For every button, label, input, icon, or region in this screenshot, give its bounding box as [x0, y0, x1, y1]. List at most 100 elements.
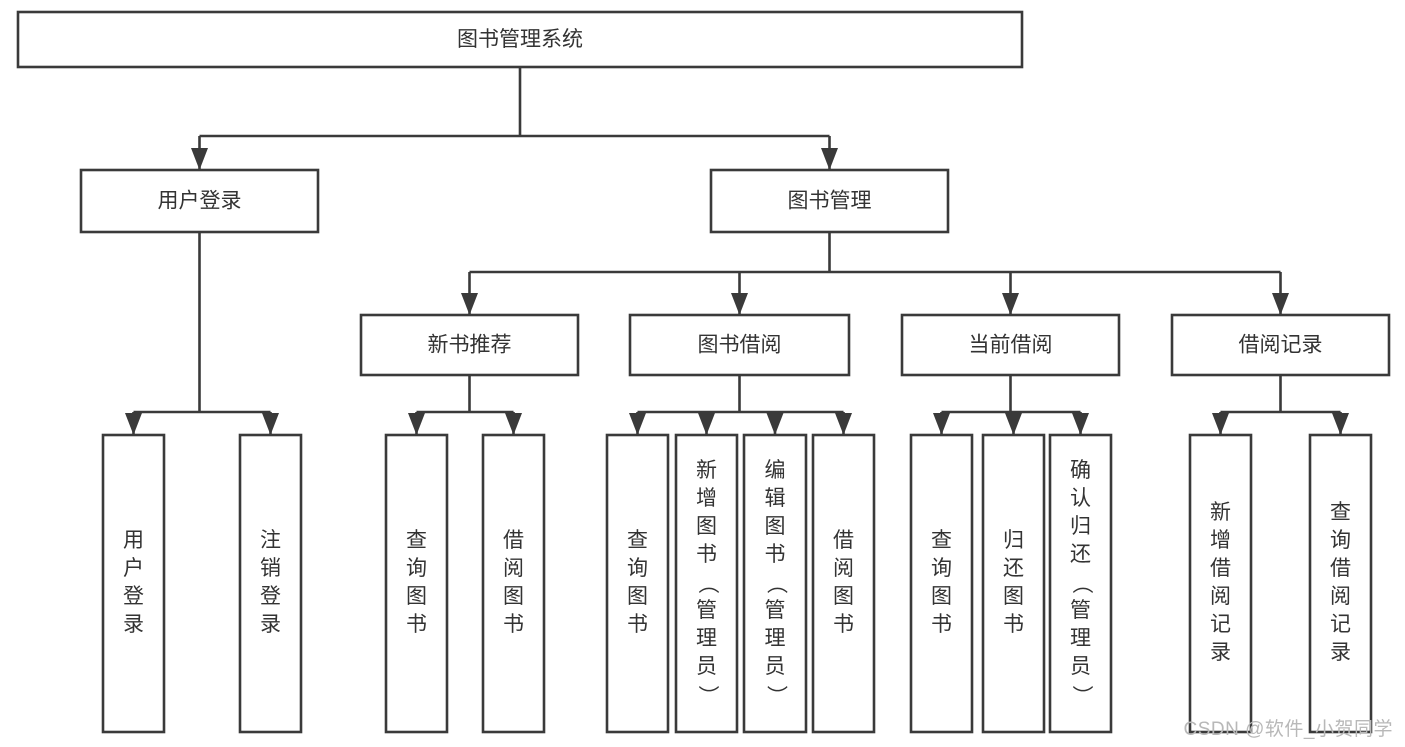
- leaf-node-box[interactable]: [981, 433, 1046, 734]
- leaf-label-char: 书: [931, 613, 952, 636]
- node-layer: 图书管理系统用户登录图书管理新书推荐图书借阅当前借阅借阅记录用户登录注销登录查询…: [16, 10, 1391, 734]
- leaf-node-box[interactable]: [742, 433, 808, 734]
- level2-node-box[interactable]: [79, 168, 320, 234]
- leaf-label-char: 员: [696, 655, 717, 678]
- level3-node-box[interactable]: [900, 313, 1121, 377]
- leaf-node-box[interactable]: [909, 433, 974, 734]
- leaf-label-char: 图: [503, 585, 524, 608]
- arrow-head-icon: [933, 413, 950, 435]
- arrow-head-icon: [731, 293, 748, 315]
- leaf-label-char: 记: [1330, 613, 1351, 636]
- leaf-node-box[interactable]: [384, 433, 449, 734]
- leaf-label-char: 录: [260, 613, 281, 636]
- level3-node[interactable]: 新书推荐: [359, 313, 580, 377]
- leaf-label-char: 管: [1070, 599, 1091, 622]
- leaf-node-box[interactable]: [605, 433, 670, 734]
- leaf-node-box[interactable]: [1048, 433, 1113, 734]
- leaf-node-label: 用户登录: [123, 529, 144, 636]
- arrow-head-icon: [1332, 413, 1349, 435]
- leaf-label-char: 图: [931, 585, 952, 608]
- leaf-label-char: ）: [764, 685, 787, 706]
- leaf-label-char: （: [1070, 573, 1093, 594]
- leaf-label-char: 查: [1330, 501, 1351, 524]
- leaf-label-char: 还: [1070, 543, 1091, 566]
- level2-node-label: 用户登录: [158, 190, 242, 213]
- level3-node[interactable]: 图书借阅: [628, 313, 851, 377]
- leaf-label-char: 新: [1210, 501, 1231, 524]
- level3-node[interactable]: 借阅记录: [1170, 313, 1391, 377]
- leaf-label-char: 认: [1070, 487, 1091, 510]
- leaf-label-char: 增: [1210, 529, 1231, 552]
- leaf-label-char: 询: [931, 557, 952, 580]
- leaf-label-char: 登: [260, 585, 281, 608]
- leaf-label-char: 图: [833, 585, 854, 608]
- leaf-label-char: 书: [833, 613, 854, 636]
- leaf-node-box[interactable]: [1308, 433, 1373, 734]
- leaf-label-char: 登: [123, 585, 144, 608]
- leaf-label-char: 增: [696, 487, 717, 510]
- arrow-head-icon: [766, 413, 784, 435]
- arrow-head-icon: [505, 413, 522, 435]
- arrow-head-icon: [1212, 413, 1229, 435]
- leaf-label-char: 书: [696, 543, 717, 566]
- leaf-label-char: 图: [696, 515, 717, 538]
- level3-node-box[interactable]: [359, 313, 580, 377]
- level3-node-label: 当前借阅: [969, 334, 1053, 357]
- leaf-node-box[interactable]: [811, 433, 876, 734]
- leaf-node-box[interactable]: [238, 433, 303, 734]
- leaf-label-char: 查: [406, 529, 427, 552]
- arrow-head-icon: [1072, 413, 1089, 435]
- arrow-head-icon: [835, 413, 852, 435]
- leaf-label-char: 录: [123, 613, 144, 636]
- leaf-label-char: 询: [1330, 529, 1351, 552]
- arrow-head-icon: [1272, 293, 1289, 315]
- leaf-label-char: 记: [1210, 613, 1231, 636]
- level3-node-label: 借阅记录: [1239, 334, 1323, 357]
- leaf-node[interactable]: 用户登录: [101, 433, 166, 734]
- level3-node[interactable]: 当前借阅: [900, 313, 1121, 377]
- leaf-node-box[interactable]: [674, 433, 739, 734]
- root-node[interactable]: 图书管理系统: [16, 10, 1024, 69]
- leaf-label-char: 理: [696, 627, 717, 650]
- root-node-label: 图书管理系统: [457, 28, 583, 51]
- leaf-node-box[interactable]: [481, 433, 546, 734]
- root-node-box[interactable]: [16, 10, 1024, 69]
- arrow-head-icon: [629, 413, 646, 435]
- leaf-label-char: 查: [931, 529, 952, 552]
- connector-layer: [125, 67, 1349, 435]
- leaf-label-char: 图: [406, 585, 427, 608]
- level2-node[interactable]: 用户登录: [79, 168, 320, 234]
- leaf-label-char: 询: [406, 557, 427, 580]
- level3-node-box[interactable]: [628, 313, 851, 377]
- arrow-head-icon: [125, 413, 142, 435]
- leaf-label-char: 图: [1003, 585, 1024, 608]
- level2-node[interactable]: 图书管理: [709, 168, 950, 234]
- leaf-node-box[interactable]: [1188, 433, 1253, 734]
- level2-node-box[interactable]: [709, 168, 950, 234]
- leaf-node-box[interactable]: [101, 433, 166, 734]
- leaf-label-char: 新: [696, 459, 717, 482]
- level3-node-box[interactable]: [1170, 313, 1391, 377]
- leaf-label-char: 归: [1003, 529, 1024, 552]
- arrow-head-icon: [191, 148, 208, 170]
- leaf-label-char: 书: [1003, 613, 1024, 636]
